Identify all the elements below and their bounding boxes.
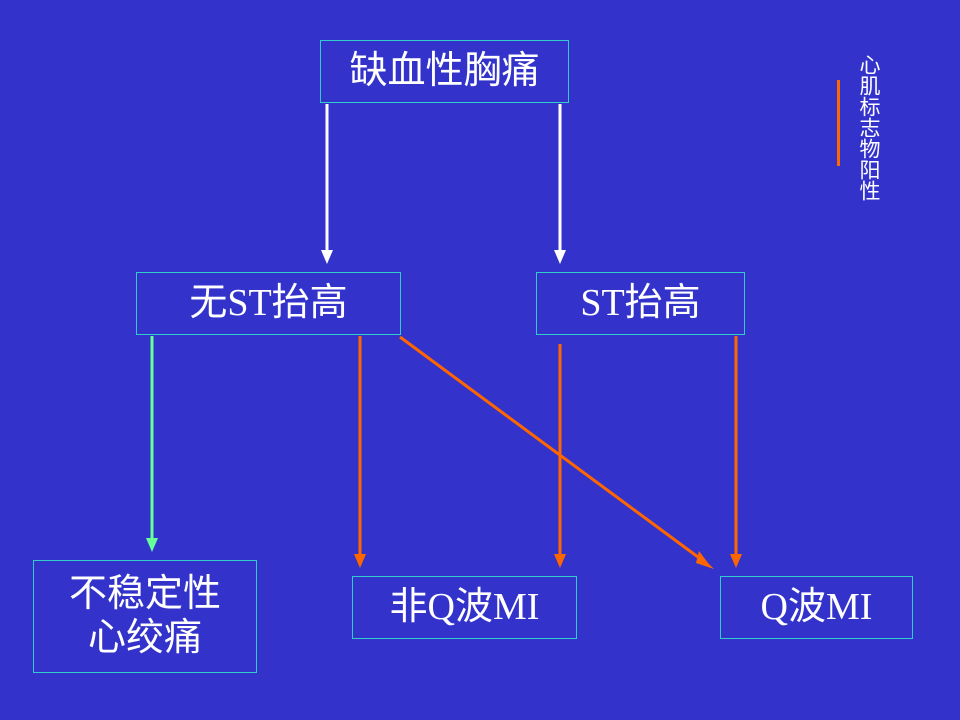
arrow-chest-pain-to-no-st — [321, 104, 333, 264]
arrow-no-st-to-unstable-angina — [146, 336, 158, 552]
arrow-st-to-non-q-mi — [554, 344, 566, 568]
arrow-no-st-to-q-mi — [399, 335, 714, 569]
node-unstable-angina-line2: 心绞痛 — [87, 616, 202, 659]
node-no-st-elevation: 无ST抬高 — [136, 272, 401, 335]
node-unstable-angina: 不稳定性 心绞痛 — [33, 560, 257, 673]
node-st-elevation-label: ST抬高 — [580, 281, 701, 324]
node-non-q-wave-mi: 非Q波MI — [352, 576, 577, 639]
node-ischemic-chest-pain: 缺血性胸痛 — [320, 40, 569, 103]
node-unstable-angina-line1: 不稳定性 — [68, 572, 221, 615]
node-ischemic-chest-pain-label: 缺血性胸痛 — [349, 49, 540, 92]
node-q-wave-mi-label: Q波MI — [760, 585, 873, 628]
arrow-chest-pain-to-st — [554, 104, 566, 264]
arrow-no-st-to-non-q-mi — [354, 336, 366, 568]
node-q-wave-mi: Q波MI — [720, 576, 913, 639]
legend-color-swatch — [837, 80, 840, 166]
node-non-q-wave-mi-label: 非Q波MI — [389, 585, 540, 628]
node-no-st-elevation-label: 无ST抬高 — [189, 281, 348, 324]
node-st-elevation: ST抬高 — [536, 272, 745, 335]
legend-label: 心肌标志物阳性 — [857, 54, 881, 201]
arrow-st-to-q-mi — [730, 336, 742, 568]
